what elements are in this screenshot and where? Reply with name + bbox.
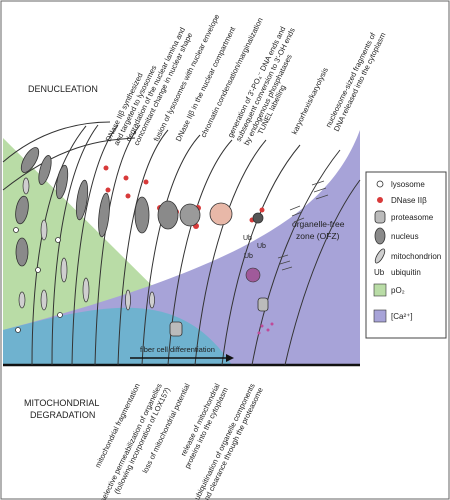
fiber-line: [221, 144, 301, 366]
ub-label: Ub: [243, 235, 252, 242]
fiber-line: [71, 124, 119, 366]
mitochondrion-icon: [22, 177, 30, 195]
fiber-line: [194, 139, 267, 366]
legend-label: pO₂: [391, 286, 405, 295]
dnase-icon: [123, 175, 129, 181]
arrow-label: fiber cell differentiation: [140, 345, 215, 354]
denucleation-heading: DENUCLEATION: [28, 84, 98, 94]
fiber-line: [51, 124, 99, 366]
dna-fragments: [277, 180, 329, 271]
ubiquitinated-organelle: [245, 267, 261, 283]
lysosome-icon: [55, 237, 61, 243]
ubiquitin-cluster: Ub Ub Ub: [243, 235, 266, 283]
mitochondrion-icon: [40, 219, 48, 241]
mitochondria: [18, 177, 155, 311]
mitochondrion-icon: [125, 289, 131, 311]
legend-label: ubiquitin: [391, 268, 421, 277]
lysosome-icon: [35, 267, 41, 273]
nucleus-icon: [157, 200, 179, 230]
mitochondrion-icon: [40, 289, 48, 311]
lysosome-icon: [15, 327, 21, 333]
nucleus-icon: [15, 237, 29, 267]
nucleus-icon: [75, 179, 89, 221]
calcium-swatch: [373, 309, 387, 323]
fiber-line: [117, 129, 169, 366]
legend-label: proteasome: [391, 213, 434, 222]
calcium-region: [3, 130, 360, 365]
lysosome-icon: [57, 312, 63, 318]
ub-label: Ub: [244, 253, 253, 260]
dnase-icon: [377, 197, 383, 203]
dna-fragment-mark: [289, 205, 305, 223]
fiber-line: [31, 125, 87, 366]
ub-label: Ub: [257, 243, 266, 250]
dnase-icon: [125, 193, 131, 199]
mito-heading: DEGRADATION: [30, 410, 95, 420]
po2-swatch: [373, 283, 387, 297]
nucleus-icon: [374, 227, 386, 245]
proteasome-icon: [169, 321, 183, 337]
fragment: [266, 328, 270, 332]
nuclei-early: [15, 147, 110, 267]
nucleus-icon: [209, 202, 233, 226]
fiber-line: [2, 121, 111, 163]
legend-label: nucleus: [391, 232, 419, 241]
mitochondrion-icon: [18, 291, 26, 309]
mitochondrion-icon: [374, 248, 386, 264]
fragment: [260, 324, 264, 328]
nucleus-icon: [20, 147, 40, 173]
dnase-icon: [259, 207, 265, 213]
lysosome-icon: [13, 227, 19, 233]
legend-label: mitochondrion: [391, 252, 441, 261]
arrow-head: [226, 354, 234, 362]
proteasome-icon: [257, 297, 269, 312]
dnase-icon: [143, 179, 149, 185]
ofz-label: zone (OFZ): [296, 231, 340, 241]
nucleus-icon: [134, 196, 150, 234]
nucleus-icon: [55, 164, 69, 200]
legend-label: DNase IIβ: [391, 196, 427, 205]
nucleus-icon: [179, 203, 201, 227]
lysosomes: [13, 227, 63, 333]
legend-label: lysosome: [391, 180, 425, 189]
nucleus-icon: [15, 195, 29, 225]
ubiquitin-icon: Ub: [374, 268, 385, 277]
fragment: [270, 322, 274, 326]
nucleus-icon: [98, 192, 110, 238]
legend: lysosome DNase IIβ proteasome nucleus mi…: [365, 171, 447, 339]
mitochondrion-icon: [149, 291, 155, 309]
nucleus-icon: [38, 155, 52, 185]
dnase-icon: [103, 165, 109, 171]
proteasomes: [169, 297, 269, 337]
mitochondrion-icon: [60, 257, 68, 283]
lysosome-icon: [376, 180, 384, 188]
mitochondrion-icon: [82, 277, 90, 303]
fragment: [257, 331, 261, 335]
dna-fragment-mark: [277, 254, 293, 271]
nucleus-fragment: [252, 212, 264, 224]
nuclei-mid: [134, 196, 264, 234]
dnase-icon: [105, 187, 111, 193]
proteasome-icon: [374, 210, 386, 224]
legend-label: [Ca²⁺]: [391, 312, 413, 321]
degraded-fragments: [257, 322, 274, 335]
mito-heading: MITOCHONDRIAL: [24, 398, 99, 408]
fiber-line: [2, 137, 136, 191]
ofz-label: organelle-free: [292, 219, 345, 229]
fiber-line: [284, 179, 361, 366]
dna-fragment-mark: [311, 180, 329, 200]
